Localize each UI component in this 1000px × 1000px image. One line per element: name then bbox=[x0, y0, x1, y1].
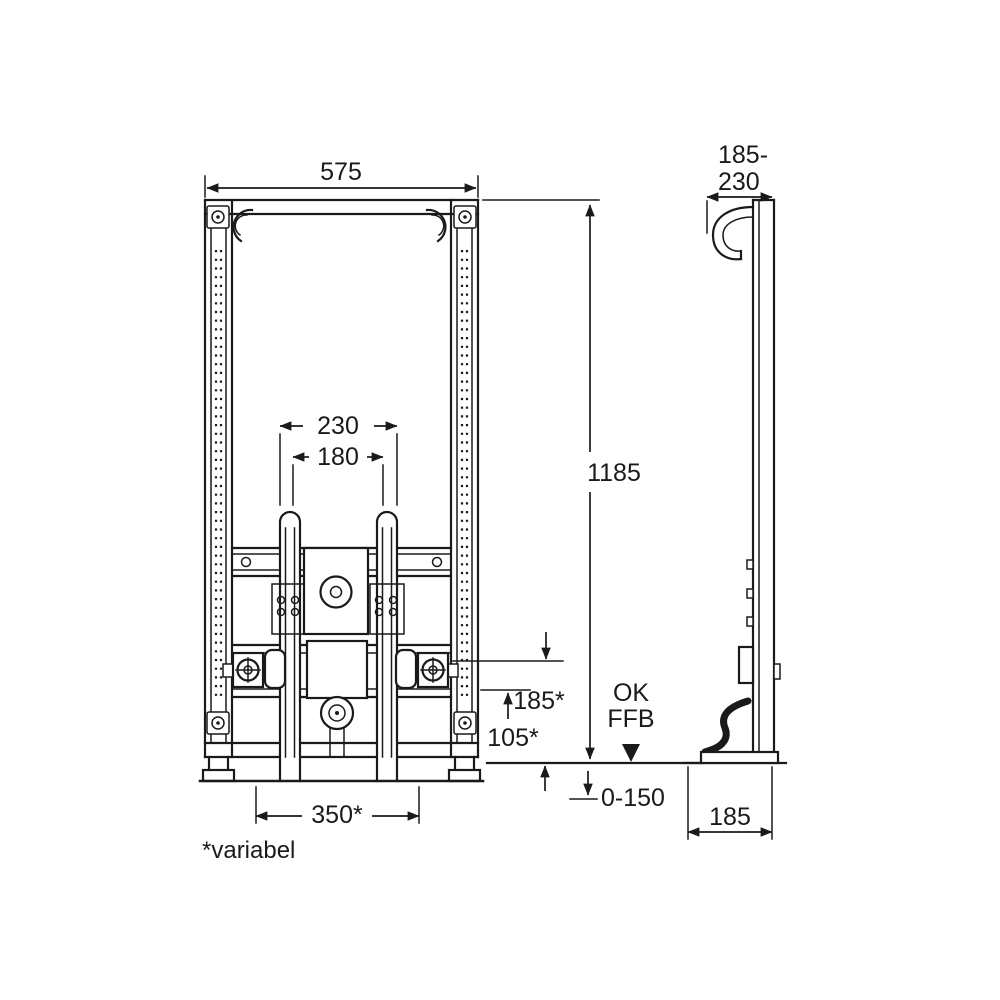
connection-nub bbox=[773, 663, 781, 680]
corner-plates bbox=[206, 205, 477, 735]
dim-stud-inner-label: 180 bbox=[317, 443, 359, 471]
front-view bbox=[198, 198, 485, 783]
left-foot-plate bbox=[201, 768, 236, 783]
crossbar-hole bbox=[431, 556, 443, 568]
mounting-studs bbox=[278, 510, 399, 783]
dim-connection-height-label: 185* bbox=[513, 687, 565, 715]
drain-box bbox=[305, 639, 369, 700]
ffb-arrow-icon bbox=[622, 744, 640, 762]
frame-feet bbox=[198, 755, 485, 783]
rail-nub bbox=[746, 588, 754, 599]
dim-drain-span-label: 350* bbox=[311, 801, 363, 829]
plate-center-hole bbox=[319, 575, 353, 609]
rail-nub bbox=[746, 559, 754, 570]
dim-base-depth-label: 185 bbox=[709, 803, 751, 831]
side-view bbox=[699, 198, 781, 765]
fitting-side bbox=[737, 645, 755, 685]
dim-lower-connection-label: 105* bbox=[487, 724, 539, 752]
crossbar-hole bbox=[240, 556, 252, 568]
right-bolt bbox=[447, 663, 459, 678]
right-elbow bbox=[394, 648, 418, 690]
right-foot-plate bbox=[447, 768, 482, 783]
dim-height: 1185 bbox=[482, 199, 641, 760]
dim-connection-height: 185* bbox=[452, 632, 565, 715]
label-ok: OK bbox=[613, 679, 649, 707]
dim-stud-outer-label: 230 bbox=[317, 412, 359, 440]
right-stud bbox=[375, 510, 399, 783]
dim-drain-span: 350* bbox=[255, 786, 420, 829]
left-bolt bbox=[222, 663, 234, 678]
dim-depth-range: 185- 230 bbox=[706, 141, 773, 234]
rail-nub bbox=[746, 616, 754, 627]
dim-depth-range-label-2: 230 bbox=[718, 168, 760, 196]
base-plate bbox=[699, 750, 780, 765]
dim-base-depth: 185 bbox=[687, 766, 773, 840]
label-ffb: FFB bbox=[607, 705, 654, 733]
dimensions: 575 1185 230 180 185* bbox=[202, 141, 773, 864]
left-stud bbox=[278, 510, 302, 783]
dim-lower-connection: 105* bbox=[480, 689, 539, 752]
dim-floor-buildup: 0-150 bbox=[540, 765, 665, 812]
note-variable: *variabel bbox=[202, 837, 295, 864]
flush-bend-profile bbox=[711, 205, 755, 261]
ffb-marker: OK FFB bbox=[607, 679, 655, 762]
dim-width-label: 575 bbox=[320, 158, 362, 186]
foot-bracket bbox=[701, 697, 752, 756]
left-elbow bbox=[263, 648, 287, 690]
water-fittings bbox=[222, 648, 459, 690]
dim-depth-range-label-1: 185- bbox=[718, 141, 768, 169]
dim-height-label: 1185 bbox=[587, 459, 641, 487]
drain-assembly bbox=[305, 639, 369, 757]
left-hanger-hook bbox=[232, 208, 254, 243]
frame-outer bbox=[203, 198, 480, 759]
right-hanger-hook bbox=[425, 208, 447, 243]
dim-floor-buildup-label: 0-150 bbox=[601, 784, 665, 812]
dim-width: 575 bbox=[204, 158, 479, 198]
dim-stud-outer: 230 bbox=[279, 412, 398, 506]
central-plate bbox=[302, 546, 370, 636]
dim-stud-inner: 180 bbox=[292, 443, 384, 506]
